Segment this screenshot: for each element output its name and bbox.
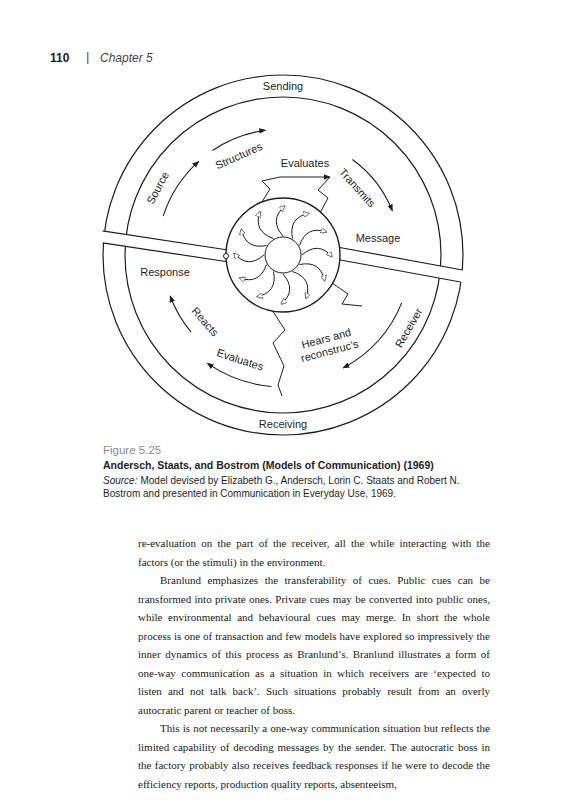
stage-label: Message	[355, 232, 402, 245]
divider-line	[335, 259, 461, 282]
ring-label: Receiving	[258, 418, 308, 431]
ring-outline	[103, 75, 463, 435]
hub-arrow	[302, 248, 332, 256]
divider-line	[103, 243, 230, 262]
source-prefix: Source:	[103, 475, 137, 486]
flow-arrow	[280, 176, 330, 177]
stage-divider	[272, 310, 285, 396]
divider-band	[100, 230, 229, 262]
communication-wheel	[100, 75, 466, 435]
source-note: Source:Model devised by Elizabeth G., An…	[103, 474, 488, 500]
stage-divider	[318, 177, 330, 213]
header-separator: |	[86, 50, 89, 63]
hub-arrow	[300, 230, 327, 245]
body-text: re-evaluation on the part of the receive…	[138, 534, 490, 793]
stage-label: Source	[144, 169, 173, 208]
ring-label: Sending	[262, 80, 304, 93]
hub-arrow	[293, 272, 308, 299]
divider-line	[103, 231, 229, 250]
stage-label: Structures	[213, 139, 266, 172]
flow-arrow	[170, 296, 191, 332]
hub-arrow	[276, 206, 284, 236]
hub-knob	[224, 254, 229, 259]
stage-label: Reacts	[188, 304, 222, 340]
hub-arrow	[258, 212, 273, 239]
divider-line	[337, 247, 463, 270]
stage-divider	[332, 283, 362, 306]
source-text: Model devised by Elizabeth G., Andersch,…	[103, 475, 460, 499]
stage-label: Evaluates	[280, 157, 330, 170]
ring-outline	[125, 97, 441, 413]
stage-label: Transmits	[335, 165, 378, 211]
running-head: Chapter 5	[100, 52, 153, 65]
body-paragraph: This is not necessarily a one-way commun…	[138, 719, 490, 793]
hub-arrow	[240, 265, 267, 280]
page-number: 110	[50, 52, 69, 65]
figure-caption: Andersch, Staats, and Bostrom (Models of…	[103, 459, 434, 471]
body-paragraph: Branlund emphasizes the transferability …	[138, 571, 490, 719]
stage-label: Evaluates	[214, 346, 266, 374]
hub-core	[265, 237, 301, 273]
hub-arrow	[234, 253, 264, 261]
hub-arrow	[281, 274, 289, 304]
body-paragraph: re-evaluation on the part of the receive…	[138, 534, 490, 571]
divider-band	[335, 247, 466, 283]
flow-arrow	[163, 161, 199, 216]
stage-label: Response	[139, 266, 191, 279]
figure-number: Figure 5.25	[103, 444, 161, 456]
hub-circle	[226, 198, 340, 312]
